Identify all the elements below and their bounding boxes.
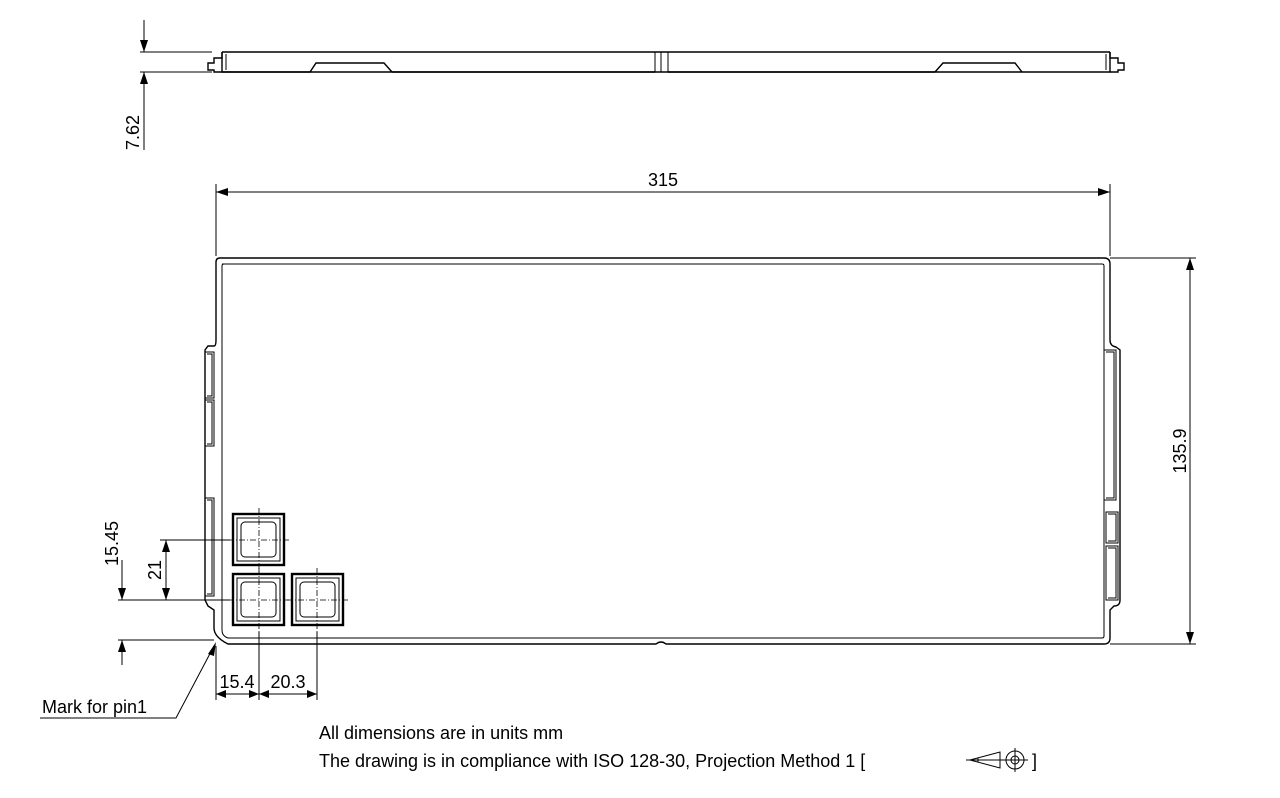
side-view — [207, 51, 1125, 73]
note-units: All dimensions are in units mm — [319, 723, 563, 743]
dim-label-20-3: 20.3 — [270, 672, 305, 692]
dimension-side-height: 7.62 — [123, 20, 212, 150]
dim-label-15-4: 15.4 — [219, 672, 254, 692]
dim-label-21: 21 — [145, 560, 165, 580]
pocket-2 — [228, 568, 290, 632]
dimension-pocket-y: 15.45 21 — [102, 521, 230, 665]
dim-label-15-45: 15.45 — [102, 521, 122, 566]
dimension-pocket-x: 15.4 20.3 — [215, 632, 318, 700]
dimension-width: 315 — [215, 170, 1111, 256]
pocket-3 — [287, 568, 349, 632]
dim-label-315: 315 — [648, 170, 678, 190]
dim-label-135-9: 135.9 — [1170, 428, 1190, 473]
drawing-notes: All dimensions are in units mm The drawi… — [319, 723, 1037, 772]
pin1-callout: Mark for pin1 — [40, 642, 216, 719]
pin1-label: Mark for pin1 — [42, 697, 147, 717]
pocket-1 — [228, 508, 290, 572]
tray-top-view — [204, 257, 1121, 645]
dimension-height: 135.9 — [1110, 257, 1196, 645]
projection-symbol-icon — [966, 748, 1028, 772]
dim-label-7-62: 7.62 — [123, 115, 143, 150]
note-compliance-end: ] — [1032, 751, 1037, 771]
note-compliance: The drawing is in compliance with ISO 12… — [319, 751, 865, 771]
